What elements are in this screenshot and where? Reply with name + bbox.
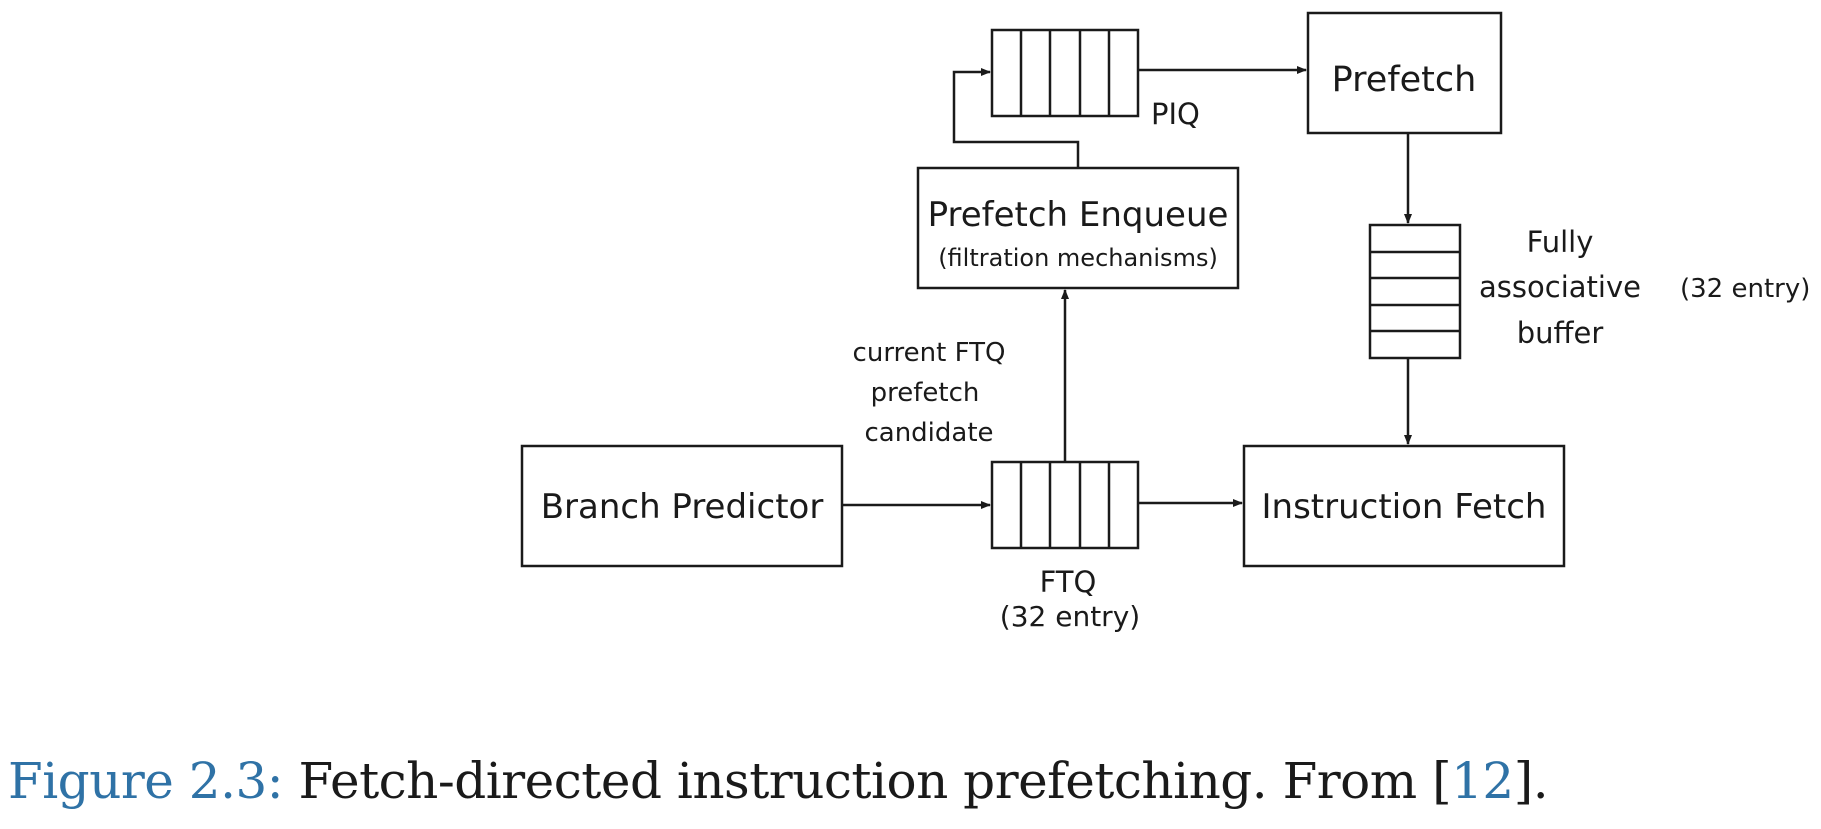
prefetch-label: Prefetch xyxy=(1332,60,1477,100)
piq-queue xyxy=(990,28,1140,118)
instruction-fetch-label: Instruction Fetch xyxy=(1262,487,1547,527)
buffer-label-line3: buffer xyxy=(1517,316,1604,350)
ftq-entries-label: (32 entry) xyxy=(1000,600,1140,633)
instruction-fetch-box xyxy=(1242,444,1566,568)
candidate-label-line1: current FTQ xyxy=(853,338,1006,368)
citation-link[interactable]: 12 xyxy=(1451,752,1514,810)
candidate-label-line3: candidate xyxy=(864,418,993,448)
candidate-label-line2: prefetch xyxy=(871,378,980,408)
fully-associative-buffer xyxy=(1368,223,1462,360)
branch-predictor-label: Branch Predictor xyxy=(541,487,824,527)
ftq-queue xyxy=(990,460,1140,550)
buffer-label-line2: associative xyxy=(1479,270,1641,304)
prefetch-enqueue-sublabel: (filtration mechanisms) xyxy=(938,244,1218,272)
arrow-enqueue-to-piq xyxy=(952,68,1080,168)
figure-number: Figure 2.3: xyxy=(8,752,284,810)
figure-caption-text: Fetch-directed instruction prefetching. … xyxy=(283,752,1452,810)
ftq-label: FTQ xyxy=(1040,565,1097,599)
piq-label: PIQ xyxy=(1151,97,1200,131)
buffer-entries-label: (32 entry) xyxy=(1680,274,1810,304)
prefetch-enqueue-label: Prefetch Enqueue xyxy=(928,195,1229,235)
buffer-label-line1: Fully xyxy=(1527,225,1594,259)
prefetch-box xyxy=(1306,11,1503,135)
figure-caption-end: ]. xyxy=(1513,752,1549,810)
figure-caption: Figure 2.3: Fetch-directed instruction p… xyxy=(8,752,1549,810)
